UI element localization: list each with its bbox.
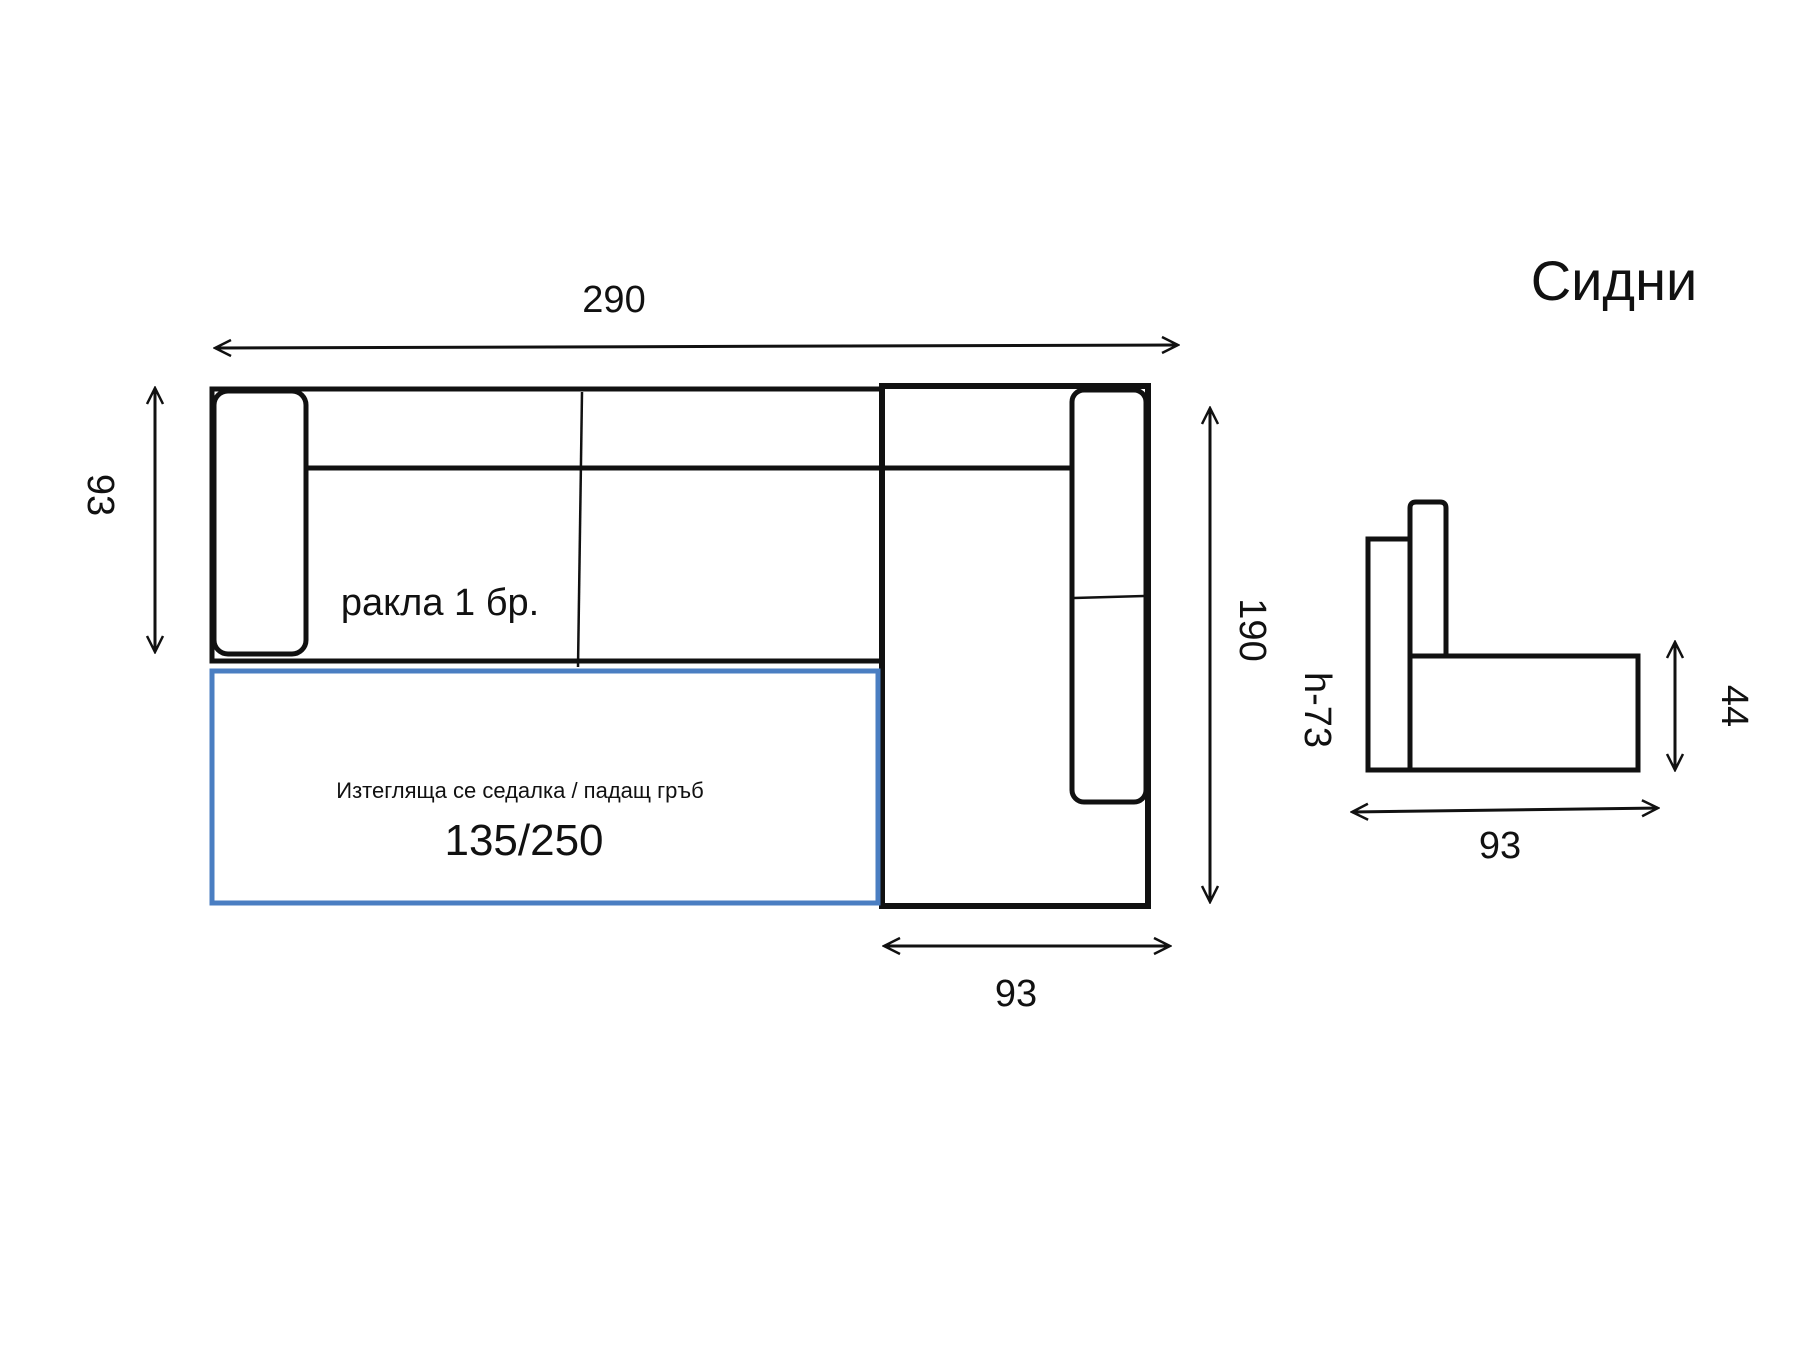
storage-label: ракла 1 бр. [341,582,539,624]
pullout-size: 135/250 [444,816,603,865]
side-profile [1365,499,1641,773]
dim-arrow-overall-width [215,345,1178,348]
sofa-left-section [209,386,1070,668]
sofa-chaise-section [879,383,1151,909]
seat-divider [576,391,584,668]
dim-overall-width: 290 [582,279,645,321]
left-armrest [211,388,309,657]
dim-profile-depth: 93 [1479,825,1521,867]
pullout-caption: Изтегляща се седалка / падащ гръб [336,778,703,803]
dim-left-depth: 93 [79,474,121,516]
dim-total-height: h-73 [1296,672,1338,748]
pullout-seat [209,668,881,906]
dim-right-length: 190 [1231,598,1273,661]
dim-right-width: 93 [995,973,1037,1015]
diagram-title: Сидни [1531,249,1698,312]
dim-seat-height: 44 [1713,685,1755,727]
dim-arrow-profile-depth [1352,808,1658,812]
